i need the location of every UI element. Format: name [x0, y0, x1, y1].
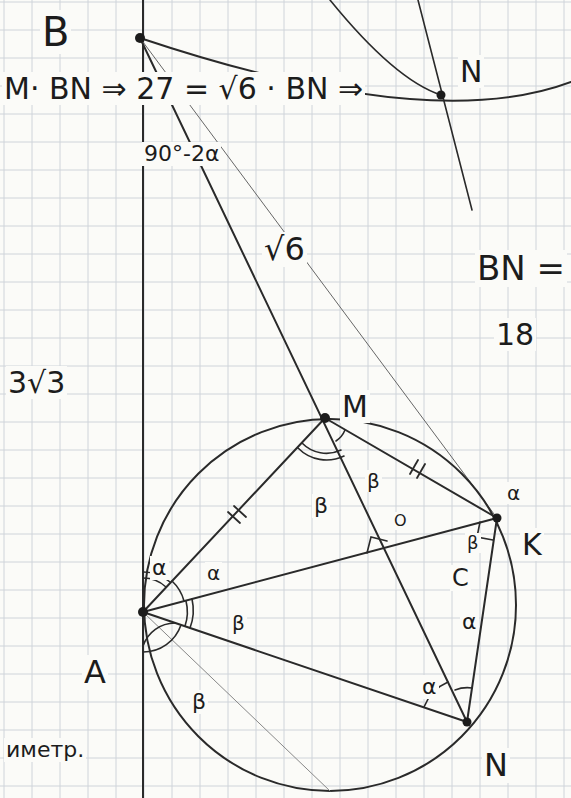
grid-line	[144, 0, 145, 798]
grid-line	[0, 422, 571, 423]
point-label: N	[458, 55, 484, 88]
grid-line	[0, 338, 571, 339]
line	[418, 0, 472, 210]
angle-arc	[172, 581, 184, 601]
angle-arc	[298, 448, 344, 460]
point	[493, 514, 502, 523]
grid-line	[0, 562, 571, 563]
grid-line	[508, 0, 509, 798]
grid-line	[4, 0, 5, 798]
secant-line	[140, 38, 467, 722]
grid-line	[0, 506, 571, 507]
grid-line	[0, 646, 571, 647]
tick-mark	[410, 460, 418, 474]
grid-line	[396, 0, 397, 798]
grid-line	[116, 0, 117, 798]
grid-line	[0, 450, 571, 451]
segment-mk	[325, 418, 497, 518]
grid-line	[0, 366, 571, 367]
grid-line	[0, 114, 571, 115]
segment-am	[143, 418, 325, 612]
grid-line	[536, 0, 537, 798]
segment-an	[143, 612, 467, 722]
point	[463, 718, 472, 727]
point	[135, 33, 145, 43]
tick-mark	[417, 464, 425, 478]
note-text: иметр.	[4, 738, 86, 762]
note-text: √6	[262, 232, 307, 267]
angle-arc	[336, 430, 345, 441]
point	[320, 413, 330, 423]
tick-mark	[234, 506, 246, 517]
point-label: M	[340, 390, 370, 423]
grid-line	[0, 2, 571, 3]
point-label: β	[312, 494, 330, 518]
point-label: α	[150, 556, 169, 580]
tick-mark	[228, 512, 240, 523]
note-text: 3√3	[6, 366, 67, 399]
point-label: β	[365, 470, 382, 492]
grid-line	[0, 618, 571, 619]
point-label: β	[230, 612, 247, 634]
point	[437, 91, 446, 100]
right-angle-mark	[367, 537, 387, 553]
grid-line	[32, 0, 33, 798]
grid-line	[0, 310, 571, 311]
point-label: α	[460, 610, 479, 634]
note-text: 18	[494, 318, 536, 351]
grid-line	[0, 30, 571, 31]
grid-line	[0, 226, 571, 227]
note-text: M· BN ⇒ 27 = √6 · BN ⇒	[2, 72, 365, 105]
note-text: 90°-2α	[142, 142, 221, 166]
grid-line	[0, 478, 571, 479]
grid-line	[0, 58, 571, 59]
segment-ak	[143, 518, 497, 612]
angle-arc	[143, 625, 181, 652]
point-label: β	[190, 690, 208, 714]
point-label: β	[465, 533, 481, 553]
angle-arc	[185, 601, 187, 626]
grid-line	[0, 394, 571, 395]
point-label: K	[520, 528, 544, 561]
grid-line	[0, 534, 571, 535]
grid-line	[172, 0, 173, 798]
grid-line	[480, 0, 481, 798]
angle-arc	[190, 599, 193, 628]
grid-line	[256, 0, 257, 798]
point-label: C	[450, 565, 471, 591]
grid-line	[564, 0, 565, 798]
point-label: α	[420, 675, 439, 699]
circle	[144, 419, 516, 791]
grid-line	[0, 730, 571, 731]
grid-line	[452, 0, 453, 798]
grid-line	[0, 142, 571, 143]
grid-line	[0, 170, 571, 171]
point-label: B	[40, 10, 71, 54]
vertical-line	[142, 0, 144, 798]
angle-arc	[455, 688, 472, 690]
grid-line	[0, 198, 571, 199]
point-label: O	[392, 512, 409, 530]
grid-line	[60, 0, 61, 798]
line	[140, 38, 497, 518]
point-label: α	[205, 562, 222, 584]
point-label: N	[482, 748, 510, 783]
note-text: BN =	[475, 250, 567, 287]
grid-line	[0, 702, 571, 703]
line	[143, 612, 330, 791]
grid-line	[228, 0, 229, 798]
grid-line	[284, 0, 285, 798]
angle-arc	[302, 443, 341, 453]
point	[138, 607, 148, 617]
point-label: α	[505, 482, 522, 504]
point-label: A	[82, 655, 108, 690]
